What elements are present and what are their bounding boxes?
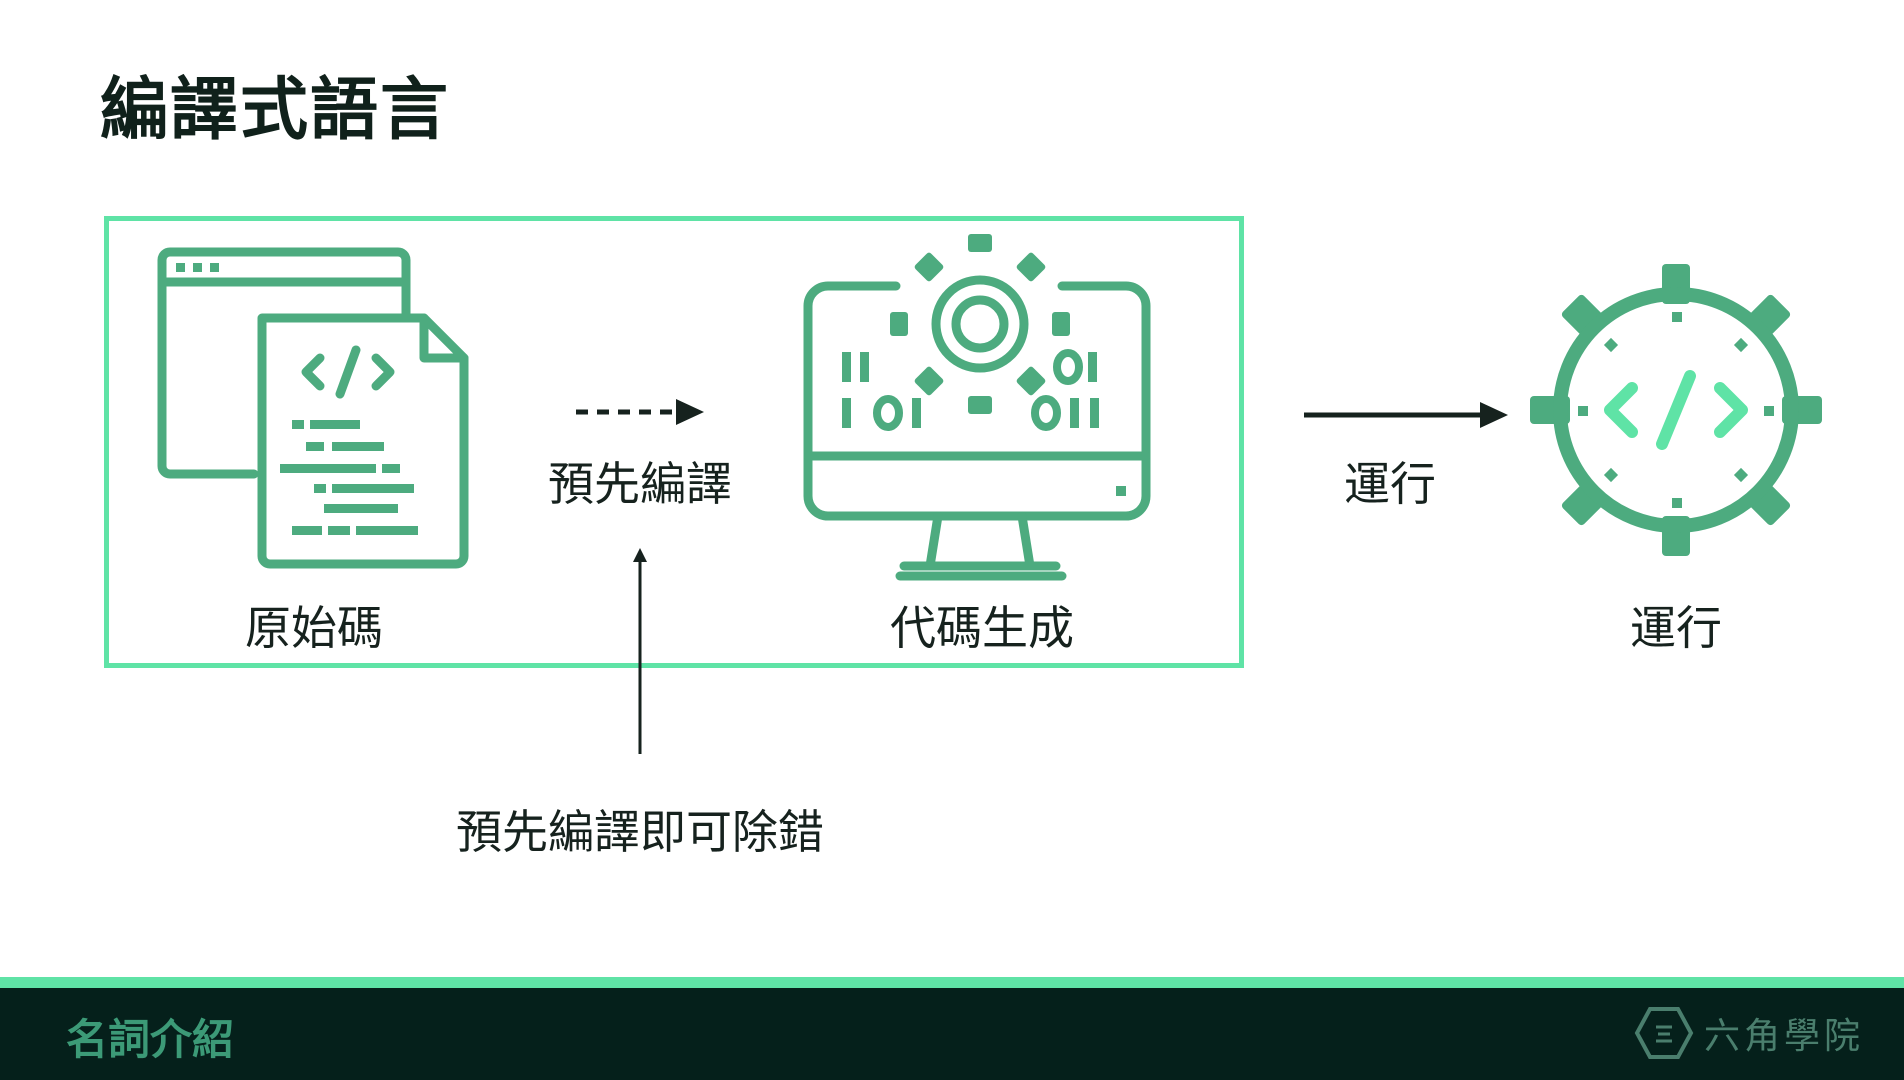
run-arrow (1304, 402, 1508, 428)
footer-accent-bar (0, 977, 1904, 988)
codegen-label: 代碼生成 (890, 601, 1074, 655)
source-code-icon (157, 247, 469, 569)
debug-note: 預先編譯即可除錯 (456, 805, 824, 859)
run-arrow-label: 運行 (1344, 457, 1436, 511)
slide-title: 編譯式語言 (100, 71, 451, 150)
precompile-label: 預先編譯 (548, 457, 732, 511)
run-gear-icon (1530, 264, 1822, 556)
brand-name: 六角學院 (1703, 1016, 1864, 1057)
computer-gear-icon (803, 234, 1151, 581)
precompile-arrow (576, 399, 704, 425)
hexagon-logo-icon (1634, 1007, 1694, 1059)
run-label: 運行 (1630, 601, 1722, 655)
brand-logo: 六角學院 (1634, 1006, 1864, 1060)
compile-stage-box (104, 216, 1244, 668)
footer-bar: 名詞介紹 六角學院 (0, 988, 1904, 1080)
debug-arrow (633, 548, 647, 754)
source-code-label: 原始碼 (245, 601, 383, 655)
section-title: 名詞介紹 (66, 1015, 235, 1064)
